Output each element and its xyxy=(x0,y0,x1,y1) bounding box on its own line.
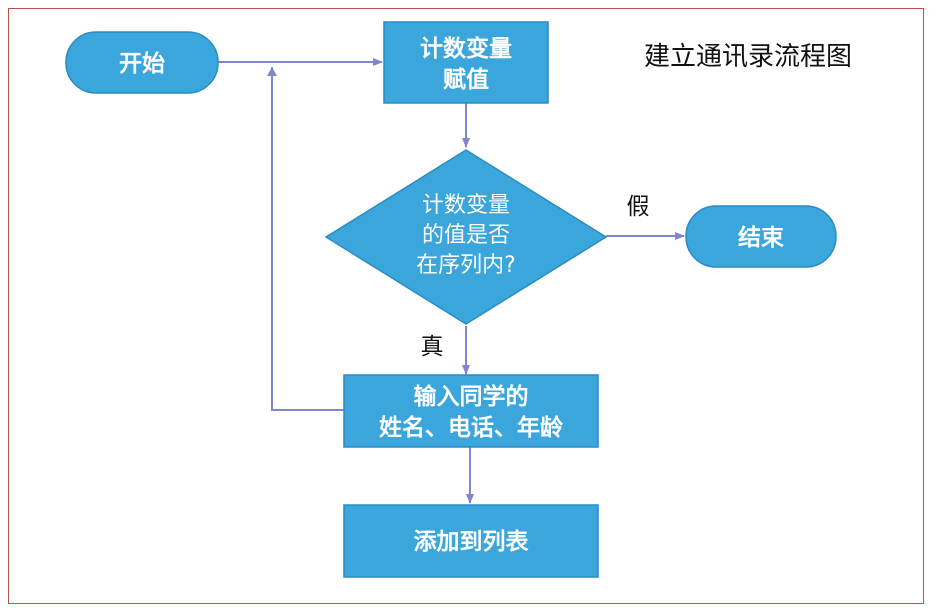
decision-node: 计数变量 的值是否 在序列内? xyxy=(324,149,608,325)
decision-shape xyxy=(324,149,608,325)
start-node: 开始 xyxy=(65,31,219,94)
decision-line-2: 的值是否 xyxy=(422,223,510,248)
edge-label-true: 真 xyxy=(421,334,444,360)
append-label: 添加到列表 xyxy=(414,529,530,555)
edge-label-false: 假 xyxy=(627,194,650,220)
assign-line-2: 赋值 xyxy=(443,66,489,93)
input-shape xyxy=(343,374,599,448)
assign-node: 计数变量 赋值 xyxy=(383,21,549,104)
assign-shape xyxy=(383,21,549,104)
diagram-frame xyxy=(8,8,924,604)
decision-line-1: 计数变量 xyxy=(422,193,510,218)
end-node: 结束 xyxy=(685,205,837,268)
input-line-2: 姓名、电话、年龄 xyxy=(379,414,564,441)
append-node: 添加到列表 xyxy=(343,504,599,578)
edges xyxy=(218,58,685,504)
decision-line-3: 在序列内? xyxy=(416,253,516,278)
assign-line-1: 计数变量 xyxy=(420,35,512,62)
end-label: 结束 xyxy=(738,225,785,251)
start-label: 开始 xyxy=(119,50,165,77)
end-shape xyxy=(685,205,837,268)
start-shape xyxy=(65,31,219,94)
diagram-title: 建立通讯录流程图 xyxy=(644,42,852,72)
input-line-1: 输入同学的 xyxy=(414,383,529,410)
edge-input-loop-back xyxy=(271,67,344,411)
append-shape xyxy=(343,504,599,578)
loop-arrowhead xyxy=(267,67,277,76)
input-node: 输入同学的 姓名、电话、年龄 xyxy=(343,374,599,448)
